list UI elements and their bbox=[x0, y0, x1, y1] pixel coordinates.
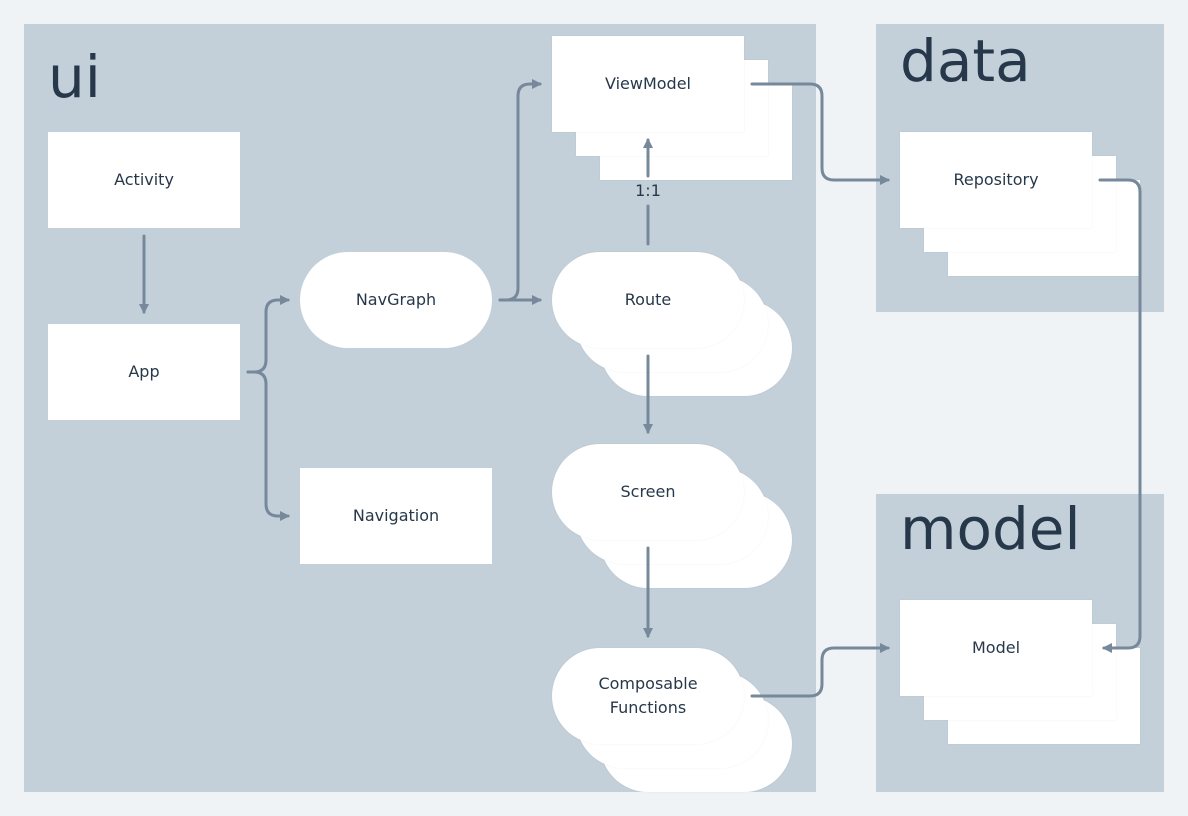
composable-node bbox=[552, 648, 744, 744]
viewmodel-node bbox=[552, 36, 744, 132]
screen-label: Screen bbox=[620, 482, 676, 501]
activity-label: Activity bbox=[114, 170, 174, 189]
data-panel-title: data bbox=[900, 27, 1031, 95]
route-node bbox=[552, 252, 744, 348]
composable-label: Composable Functions bbox=[598, 674, 698, 717]
arrow-repository-to-model bbox=[1098, 178, 1142, 653]
activity-node bbox=[48, 132, 240, 228]
arrow-composable-to-model bbox=[750, 643, 890, 698]
model-panel-title: model bbox=[900, 495, 1081, 563]
screen-node bbox=[552, 444, 744, 540]
arrow-viewmodel-to-repository bbox=[750, 82, 890, 185]
repository-node bbox=[900, 132, 1092, 228]
app-label: App bbox=[128, 362, 160, 381]
app-node bbox=[48, 324, 240, 420]
viewmodel-route-ratio-label: 1:1 bbox=[635, 181, 661, 200]
navigation-node bbox=[300, 468, 492, 564]
viewmodel-label: ViewModel bbox=[604, 74, 691, 93]
arrow-app-to-navigation bbox=[246, 370, 290, 521]
model-label: Model bbox=[971, 638, 1021, 657]
repository-label: Repository bbox=[953, 170, 1039, 189]
navgraph-label: NavGraph bbox=[355, 290, 437, 309]
arrow-navgraph-to-viewmodel bbox=[498, 79, 542, 302]
navgraph-node bbox=[300, 252, 492, 348]
navigation-label: Navigation bbox=[352, 506, 440, 525]
arrow-app-to-navgraph bbox=[246, 295, 290, 374]
route-label: Route bbox=[624, 290, 672, 309]
ui-panel-title: ui bbox=[48, 43, 101, 111]
model-node bbox=[900, 600, 1092, 696]
